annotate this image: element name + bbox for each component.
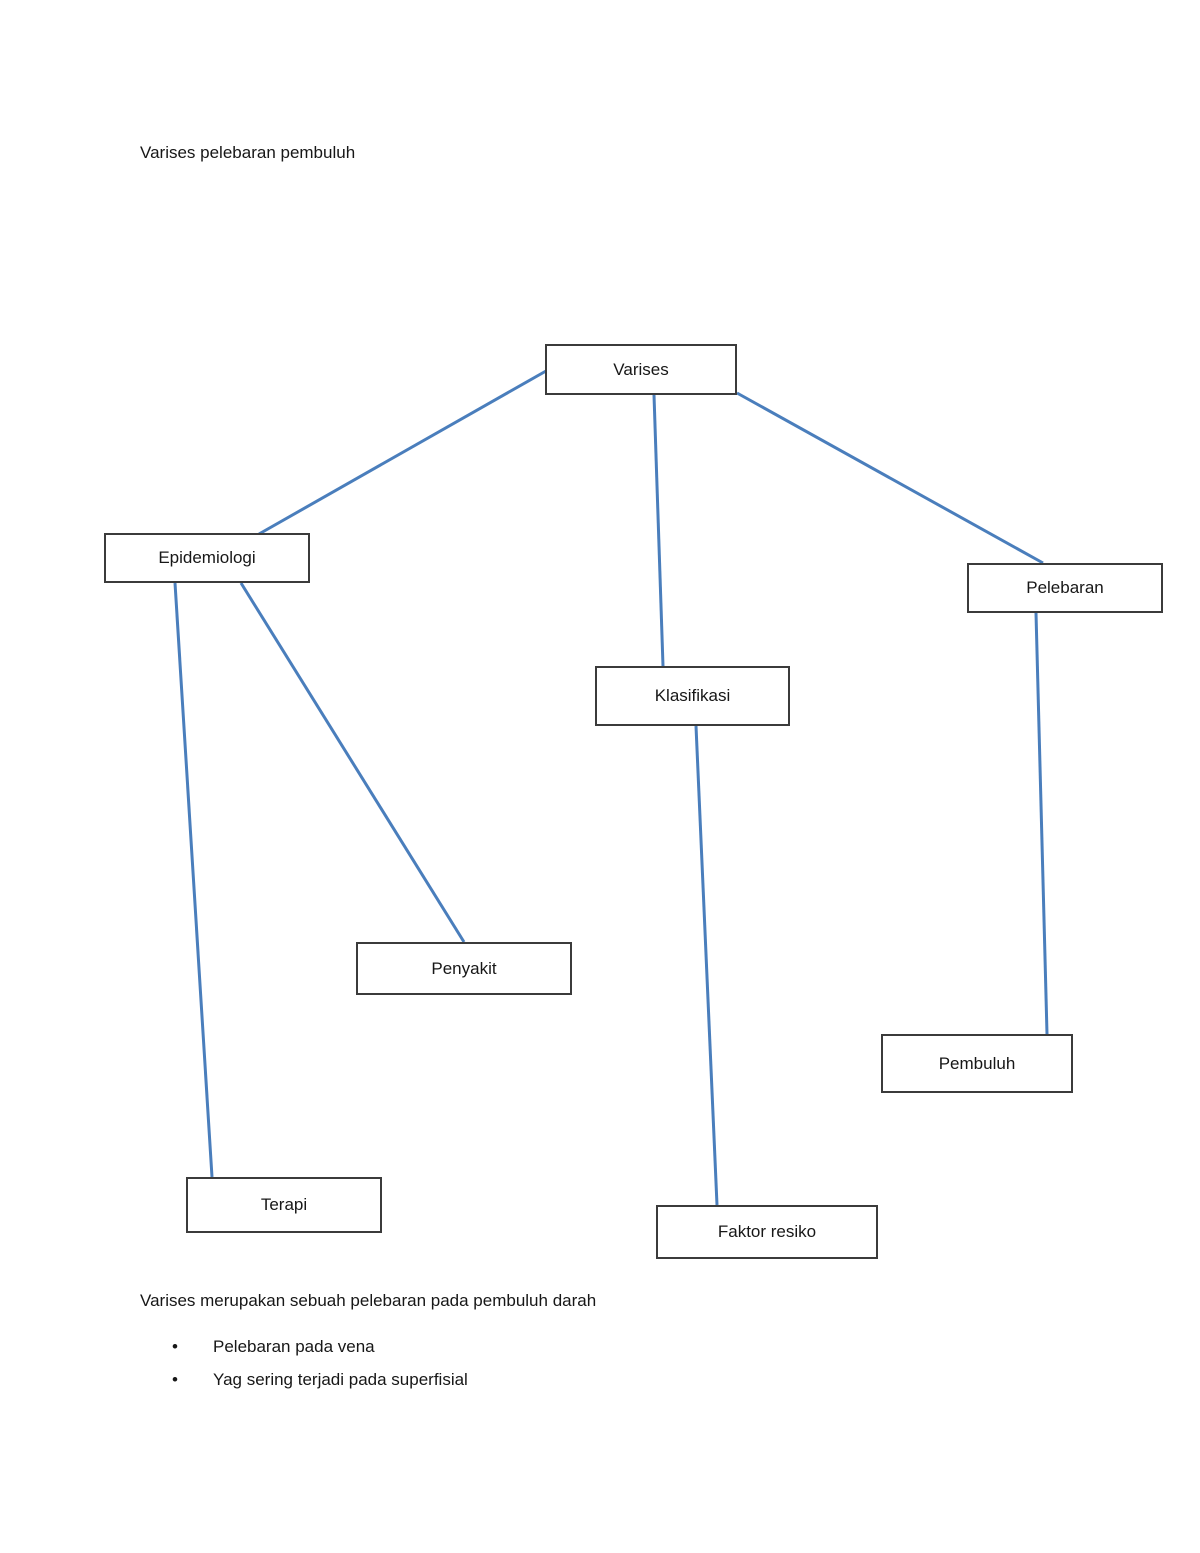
- connector-varises-epidemiologi: [258, 369, 547, 536]
- diagram-node-faktor-resiko: Faktor resiko: [656, 1205, 878, 1259]
- node-label-pelebaran: Pelebaran: [1026, 578, 1104, 597]
- list-item: • Pelebaran pada vena: [172, 1337, 468, 1370]
- page-title: Varises pelebaran pembuluh: [140, 143, 356, 162]
- connector-varises-klasifikasi: [652, 394, 665, 667]
- diagram-node-pelebaran: Pelebaran: [967, 563, 1163, 613]
- node-label-varises: Varises: [613, 359, 669, 379]
- diagram-node-pembuluh: Pembuluh: [881, 1034, 1073, 1093]
- diagram-node-klasifikasi: Klasifikasi: [595, 666, 790, 726]
- bullet-text: Yag sering terjadi pada superfisial: [213, 1370, 468, 1389]
- list-item: • Yag sering terjadi pada superfisial: [172, 1370, 468, 1403]
- diagram-node-epidemiologi: Epidemiologi: [104, 533, 310, 583]
- bullet-icon: •: [172, 1370, 178, 1389]
- connector-epidemiologi-penyakit: [239, 582, 466, 943]
- connector-klasifikasi-faktor-resiko: [694, 725, 719, 1206]
- node-label-faktor-resiko: Faktor resiko: [717, 1222, 817, 1241]
- connector-varises-pelebaran: [736, 391, 1044, 565]
- closing-paragraph: Varises merupakan sebuah pelebaran pada …: [140, 1291, 597, 1310]
- diagram-node-varises: Varises: [545, 344, 737, 395]
- node-label-penyakit: Penyakit: [431, 958, 497, 978]
- diagram-node-penyakit: Penyakit: [356, 942, 572, 995]
- node-label-pembuluh: Pembuluh: [938, 1053, 1016, 1073]
- bullet-list: • Pelebaran pada vena • Yag sering terja…: [172, 1337, 468, 1403]
- bullet-text: Pelebaran pada vena: [213, 1337, 375, 1356]
- bullet-icon: •: [172, 1337, 178, 1356]
- node-label-epidemiologi: Epidemiologi: [158, 548, 256, 567]
- node-label-terapi: Terapi: [260, 1195, 308, 1214]
- node-label-klasifikasi: Klasifikasi: [654, 686, 731, 705]
- connector-epidemiologi-terapi: [173, 582, 214, 1178]
- diagram-node-terapi: Terapi: [186, 1177, 382, 1233]
- connector-pelebaran-pembuluh: [1034, 612, 1049, 1035]
